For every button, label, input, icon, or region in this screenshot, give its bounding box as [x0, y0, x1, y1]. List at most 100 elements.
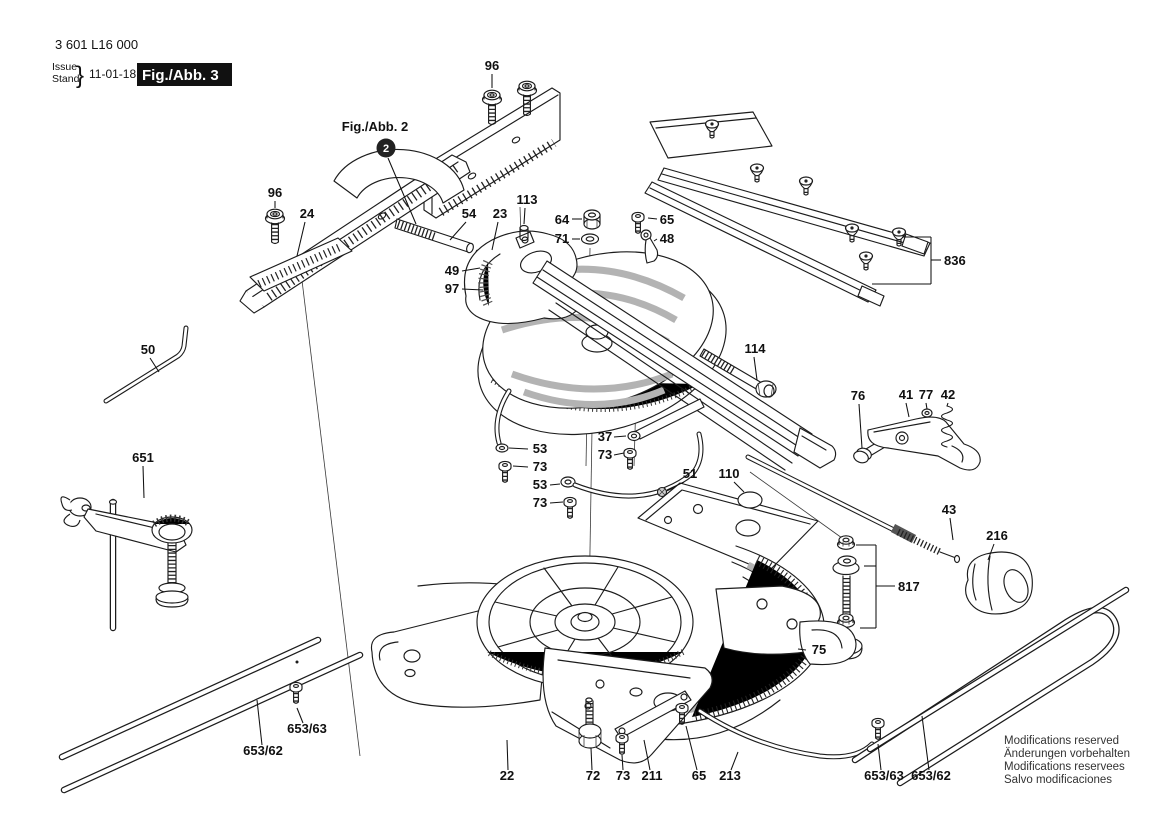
- callout-label-73: 73: [533, 495, 547, 510]
- callout-leader-48: [653, 238, 658, 242]
- callout-label-23: 23: [493, 206, 507, 221]
- spring-42: [940, 405, 954, 448]
- part-number: 3 601 L16 000: [55, 37, 138, 52]
- callout-label-77: 77: [919, 387, 933, 402]
- callout-leader-50: [149, 357, 160, 373]
- screw-653-63: [290, 682, 302, 703]
- callout-leader-653/63: [877, 743, 882, 771]
- bottom-fasteners: [578, 690, 875, 760]
- issue-label: Issue: [52, 61, 77, 73]
- callout-leader-73: [621, 754, 624, 771]
- bolt-96-icon: [266, 209, 285, 243]
- callout-leader-73: [613, 452, 625, 456]
- callout-label-96: 96: [268, 185, 282, 200]
- callout-leader-65: [647, 217, 658, 220]
- figure2-ref: Fig./Abb. 2 2: [342, 119, 408, 155]
- callout-label-54: 54: [462, 206, 477, 221]
- callout-label-653/63: 653/63: [864, 768, 904, 783]
- callout-label-653/63: 653/63: [287, 721, 327, 736]
- callout-leader-22: [506, 739, 509, 771]
- callout-leader-73: [549, 501, 564, 504]
- cover-plate-110: [637, 482, 819, 573]
- rods-653-right: [851, 586, 1130, 787]
- callout-leader-51: [666, 481, 685, 491]
- callout-label-110: 110: [719, 466, 740, 481]
- callout-leader-42: [946, 402, 949, 407]
- callout-leader-65: [685, 725, 698, 771]
- callout-leader-53: [549, 483, 561, 486]
- callout-label-24: 24: [300, 206, 315, 221]
- callout-leader-73: [512, 465, 529, 468]
- clamp-651: [60, 496, 193, 632]
- callout-leader-211: [643, 739, 651, 771]
- callout-label-96: 96: [485, 58, 499, 73]
- screw-653-63: [872, 718, 884, 739]
- callout-leader-75: [797, 648, 807, 651]
- callout-label-211: 211: [642, 768, 663, 783]
- bolt-114: [699, 348, 777, 398]
- upper-table-assembly: [463, 230, 837, 471]
- callout-label-41: 41: [899, 387, 913, 402]
- pin-113: [519, 224, 529, 232]
- callout-leader-216: [987, 543, 995, 561]
- callout-leader-41: [905, 402, 910, 418]
- callout-leader-43: [949, 517, 954, 541]
- hatch-49-97: [478, 259, 494, 309]
- callout-label-53: 53: [533, 441, 547, 456]
- callout-label-97: 97: [445, 281, 459, 296]
- figure-badge: [137, 63, 232, 86]
- callout-label-653/62: 653/62: [911, 768, 951, 783]
- callout-leader-110: [733, 481, 745, 493]
- bolt-96-icon: [483, 90, 502, 124]
- callout-label-73: 73: [598, 447, 612, 462]
- callout-label-216: 216: [986, 528, 1008, 543]
- rods-653-left: [58, 636, 364, 794]
- callout-label-75: 75: [812, 642, 826, 657]
- callout-leader-72: [590, 747, 593, 771]
- note-de: Änderungen vorbehalten: [1004, 748, 1130, 760]
- hex-key-50: [103, 325, 189, 404]
- callout-label-64: 64: [555, 212, 570, 227]
- pin-77: [921, 408, 933, 418]
- callout-label-836: 836: [944, 253, 966, 268]
- callout-label-51: 51: [683, 466, 697, 481]
- strips-836: [644, 111, 931, 307]
- issue-date: 11-01-18: [89, 67, 136, 81]
- callout-label-114: 114: [745, 341, 767, 356]
- callout-label-817: 817: [898, 579, 920, 594]
- callout-label-42: 42: [941, 387, 955, 402]
- circle-2-badge: [376, 138, 396, 158]
- washer-71: [580, 233, 600, 245]
- callout-label-49: 49: [445, 263, 459, 278]
- fasteners-64-71-65-48-113: [519, 209, 659, 264]
- callout-leader-653/62: [256, 699, 263, 746]
- lever-41: [867, 416, 981, 471]
- brace: }: [76, 62, 84, 89]
- screw-65: [632, 212, 644, 233]
- callout-label-65: 65: [692, 768, 706, 783]
- callout-leader-76: [858, 403, 863, 449]
- callout-leader-49: [461, 267, 481, 272]
- callout-label-71: 71: [555, 231, 569, 246]
- header: 3 601 L16 000 Issue Stand } 11-01-18 Fig…: [52, 37, 232, 89]
- callout-label-76: 76: [851, 388, 865, 403]
- lever-assembly: [853, 405, 981, 471]
- callout-leader-53: [508, 447, 529, 450]
- note-fr: Modifications reservees: [1004, 761, 1125, 773]
- callout-label-73: 73: [533, 459, 547, 474]
- callout-label-651: 651: [132, 450, 154, 465]
- stand-label: Stand: [52, 73, 80, 85]
- callout-label-22: 22: [500, 768, 514, 783]
- callout-label-43: 43: [942, 502, 956, 517]
- callout-leader-653/62: [921, 715, 930, 771]
- callout-label-213: 213: [719, 768, 741, 783]
- callout-leader-97: [461, 288, 484, 291]
- note-en: Modifications reserved: [1004, 735, 1119, 747]
- callout-label-73: 73: [616, 768, 630, 783]
- wire-hooks-53: [494, 388, 705, 518]
- callout-label-113: 113: [517, 192, 538, 207]
- callout-label-65: 65: [660, 212, 674, 227]
